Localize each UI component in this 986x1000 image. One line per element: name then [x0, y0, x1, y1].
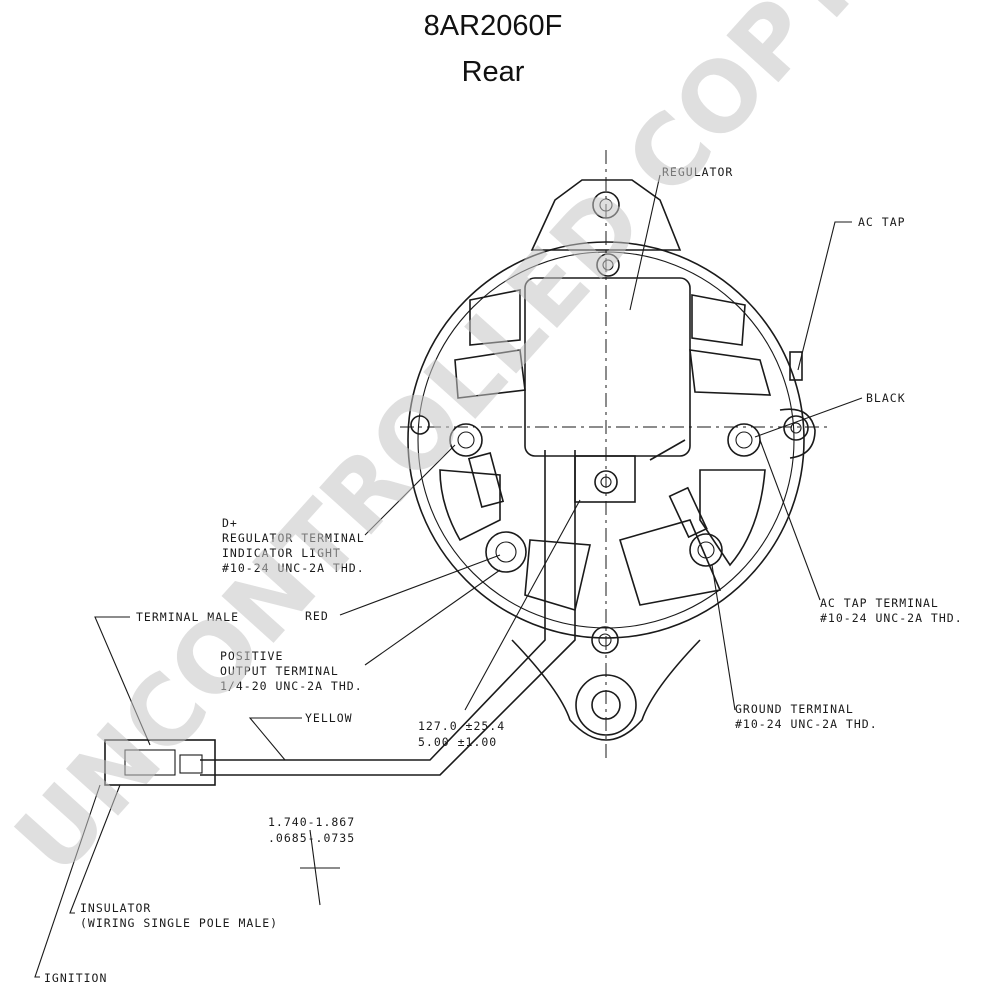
label-d-plus: D+	[222, 516, 238, 530]
label-yellow: YELLOW	[305, 711, 353, 725]
label-ignition: IGNITION	[44, 971, 107, 985]
label-ac-tap-terminal: AC TAP TERMINAL	[820, 596, 939, 610]
label-insulator: INSULATOR	[80, 901, 151, 915]
label-terminal-male: TERMINAL MALE	[136, 610, 239, 624]
label-ground-thread: #10-24 UNC-2A THD.	[735, 717, 878, 731]
label-ac-tap-thread: #10-24 UNC-2A THD.	[820, 611, 963, 625]
part-number-title: 8AR2060F	[423, 10, 563, 42]
label-indicator-light: INDICATOR LIGHT	[222, 546, 341, 560]
label-regulator: REGULATOR	[662, 165, 733, 179]
alternator-housing	[407, 179, 816, 741]
label-positive: POSITIVE	[220, 649, 283, 663]
label-dim-mm: 127.0 ±25.4	[418, 719, 505, 733]
terminals	[449, 423, 761, 573]
label-dim2-in: .0685-.0735	[268, 831, 355, 845]
label-black: BLACK	[866, 391, 906, 405]
callout-labels: REGULATOR AC TAP BLACK D+ REGULATOR TERM…	[44, 165, 963, 985]
label-ground-terminal: GROUND TERMINAL	[735, 702, 854, 716]
label-ac-tap: AC TAP	[858, 215, 906, 229]
label-red: RED	[305, 609, 329, 623]
label-regulator-terminal: REGULATOR TERMINAL	[222, 531, 365, 545]
view-title: Rear	[461, 56, 525, 88]
label-positive-thread: 1/4-20 UNC-2A THD.	[220, 679, 363, 693]
label-insulator-note: (WIRING SINGLE POLE MALE)	[80, 916, 278, 930]
leader-lines	[34, 174, 863, 978]
label-dim-in: 5.00 ±1.00	[418, 735, 497, 749]
label-output-terminal: OUTPUT TERMINAL	[220, 664, 339, 678]
label-d-plus-thread: #10-24 UNC-2A THD.	[222, 561, 365, 575]
cooling-slots	[439, 289, 772, 612]
watermark-uncontrolled-copy: UNCONTROLLED COPY	[0, 0, 884, 895]
regulator-body	[524, 253, 691, 654]
wire-harness	[104, 439, 686, 786]
label-dim2-mm: 1.740-1.867	[268, 815, 355, 829]
